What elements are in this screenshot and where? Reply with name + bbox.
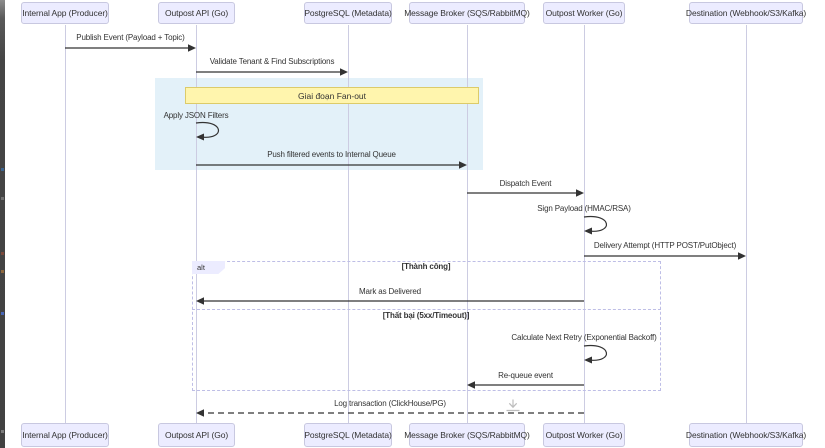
adjacent-window-edge	[0, 0, 5, 448]
message-label-mark-delivered: Mark as Delivered	[359, 287, 421, 296]
alt-divider	[192, 309, 661, 310]
arrowhead-left-icon	[584, 227, 592, 235]
arrowhead-right-icon	[576, 189, 584, 197]
text-fragment	[1, 430, 4, 433]
message-label-requeue-event: Re-queue event	[498, 371, 553, 380]
note-label: Giai đoạn Fan-out	[297, 90, 367, 101]
arrowhead-right-icon	[738, 252, 746, 260]
note-fanout-phase: Giai đoạn Fan-out	[185, 87, 479, 104]
participant-label: Destination (Webhook/S3/Kafka)	[685, 430, 807, 440]
lifeline-postgresql	[348, 25, 349, 423]
participant-label: Message Broker (SQS/RabbitMQ)	[404, 430, 530, 440]
participant-outpost-api-bottom: Outpost API (Go)	[158, 423, 235, 447]
message-label-calculate-retry: Calculate Next Retry (Exponential Backof…	[511, 333, 657, 342]
participant-label: Destination (Webhook/S3/Kafka)	[685, 8, 807, 18]
message-label-validate-tenant: Validate Tenant & Find Subscriptions	[209, 57, 335, 66]
participant-label: PostgreSQL (Metadata)	[304, 430, 392, 440]
text-fragment	[1, 197, 4, 200]
lifeline-outpost-api	[196, 25, 197, 423]
message-label-apply-filters: Apply JSON Filters	[163, 111, 229, 120]
text-fragment	[1, 252, 4, 255]
alt-failure-condition: [Thất bại (5xx/Timeout)]	[382, 311, 470, 320]
lifeline-destination	[746, 25, 747, 423]
text-fragment	[1, 270, 4, 273]
participant-message-broker-bottom: Message Broker (SQS/RabbitMQ)	[404, 423, 530, 447]
message-label-log-transaction: Log transaction (ClickHouse/PG)	[334, 399, 446, 408]
participant-label: PostgreSQL (Metadata)	[304, 8, 392, 18]
participant-label: Outpost API (Go)	[164, 8, 229, 18]
participant-postgresql-top: PostgreSQL (Metadata)	[304, 2, 392, 24]
participant-outpost-worker-top: Outpost Worker (Go)	[543, 2, 625, 24]
participant-label: Message Broker (SQS/RabbitMQ)	[404, 8, 530, 18]
participant-internal-app-top: Internal App (Producer)	[21, 2, 109, 24]
arrowhead-right-icon	[188, 44, 196, 52]
participant-outpost-worker-bottom: Outpost Worker (Go)	[543, 423, 625, 447]
text-fragment	[1, 168, 4, 171]
message-label-push-filtered: Push filtered events to Internal Queue	[267, 150, 396, 159]
participant-message-broker-top: Message Broker (SQS/RabbitMQ)	[404, 2, 530, 24]
text-fragment	[1, 312, 4, 315]
arrowhead-left-icon	[196, 409, 204, 417]
message-label-delivery-attempt: Delivery Attempt (HTTP POST/PutObject)	[593, 241, 737, 250]
alt-frame	[192, 261, 661, 391]
participant-postgresql-bottom: PostgreSQL (Metadata)	[304, 423, 392, 447]
participant-outpost-api-top: Outpost API (Go)	[158, 2, 235, 24]
self-loop-sign-payload	[583, 215, 608, 232]
alt-success-condition: [Thành công]	[401, 262, 451, 271]
participant-label: Outpost Worker (Go)	[545, 430, 623, 440]
participant-label: Internal App (Producer)	[22, 8, 108, 18]
participant-label: Internal App (Producer)	[22, 430, 108, 440]
participant-label: Outpost Worker (Go)	[545, 8, 623, 18]
lifeline-message-broker	[467, 25, 468, 423]
alt-keyword-badge: alt	[192, 261, 225, 274]
message-label-publish-event: Publish Event (Payload + Topic)	[76, 33, 185, 42]
participant-destination-bottom: Destination (Webhook/S3/Kafka)	[685, 423, 807, 447]
participant-label: Outpost API (Go)	[164, 430, 229, 440]
participant-internal-app-bottom: Internal App (Producer)	[21, 423, 109, 447]
message-label-dispatch-event: Dispatch Event	[499, 179, 552, 188]
lifeline-internal-app	[65, 25, 66, 423]
arrowhead-right-icon	[340, 68, 348, 76]
message-label-sign-payload: Sign Payload (HMAC/RSA)	[537, 204, 631, 213]
participant-destination-top: Destination (Webhook/S3/Kafka)	[685, 2, 807, 24]
